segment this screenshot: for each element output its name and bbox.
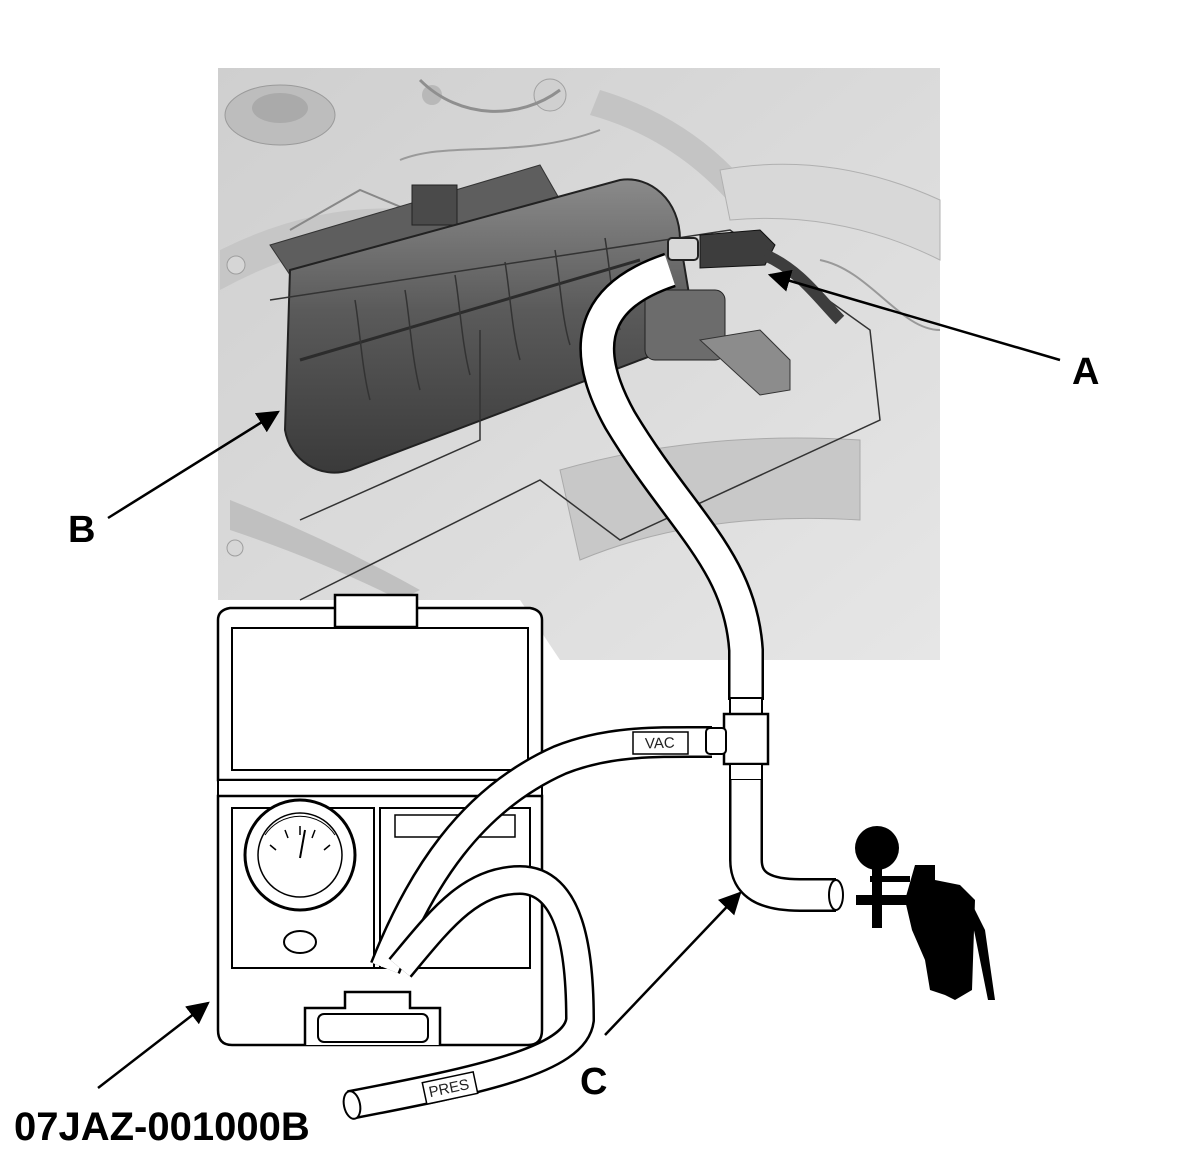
- arrow-c-icon: [604, 891, 742, 1036]
- tool-number-label: 07JAZ-001000B: [14, 1105, 310, 1149]
- evap-canister: [269, 178, 881, 601]
- pressure-gauge-icon: [243, 798, 357, 912]
- callout-c-label: C: [580, 1061, 607, 1103]
- callout-arrows: [97, 269, 1061, 1089]
- arrow-tool-icon: [97, 1001, 210, 1089]
- underbody-photo: [218, 68, 941, 660]
- vacuum-pump-icon: [855, 826, 995, 1000]
- callout-a-label: A: [1072, 351, 1099, 393]
- vac-hose-label: VAC: [645, 734, 675, 752]
- leak-tester-case: [216, 593, 544, 1047]
- arrow-b-icon: [107, 410, 280, 520]
- test-hoses: VAC PRES: [342, 252, 844, 1120]
- callout-b-label: B: [68, 509, 95, 551]
- arrow-a-icon: [767, 269, 1061, 362]
